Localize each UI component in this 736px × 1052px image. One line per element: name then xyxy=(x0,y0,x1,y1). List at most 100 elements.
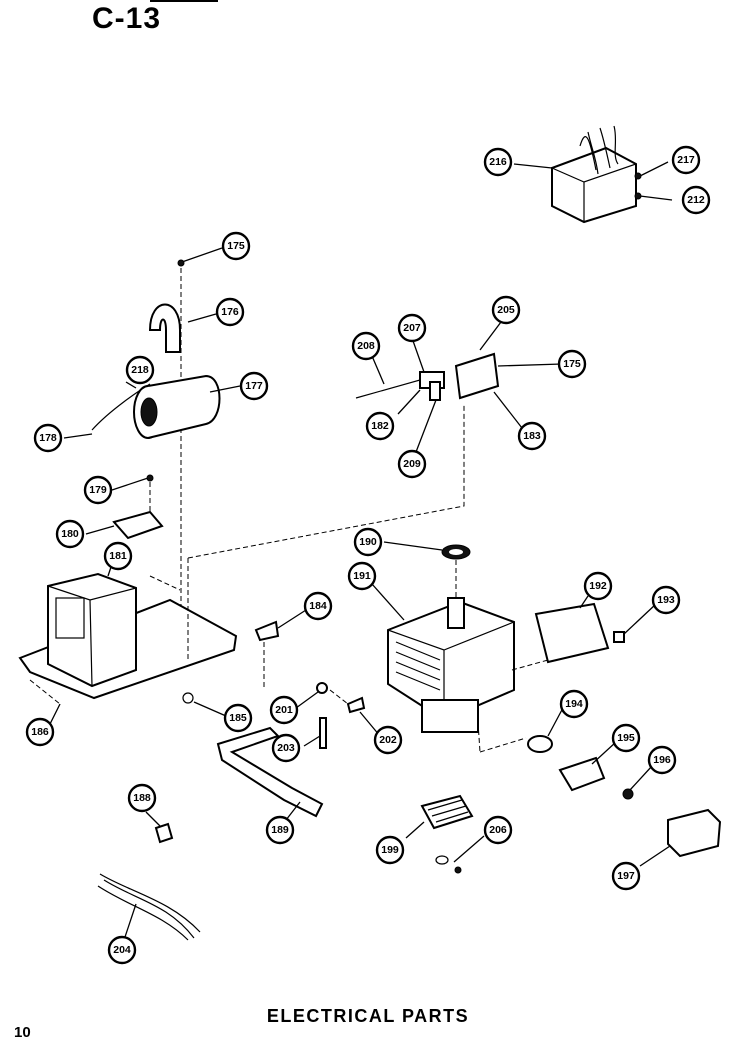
callout-bubble xyxy=(611,723,641,753)
callout-bubble xyxy=(483,147,513,177)
callout-c190: 190 xyxy=(353,527,383,557)
callout-number: 191 xyxy=(353,570,371,582)
callout-bubble xyxy=(239,371,269,401)
callout-bubble xyxy=(583,571,613,601)
part-199-206-drawing xyxy=(405,794,485,874)
callout-c202: 202 xyxy=(373,725,403,755)
callout-bubble xyxy=(269,695,299,725)
callout-number: 195 xyxy=(617,732,635,744)
callout-c182: 182 xyxy=(365,411,395,441)
callout-bubble xyxy=(353,527,383,557)
top-rule xyxy=(150,0,218,2)
callout-number: 193 xyxy=(657,594,675,606)
diagram-caption: ELECTRICAL PARTS xyxy=(266,1006,470,1026)
callout-c193: 193 xyxy=(651,585,681,615)
callout-layer: 216 217 212 175 176 218 177 178 179 180 181 208 207 2… xyxy=(25,145,711,965)
callout-bubble xyxy=(127,783,157,813)
callout-number: 175 xyxy=(227,240,245,252)
callout-bubble xyxy=(347,561,377,591)
callout-c177: 177 xyxy=(239,371,269,401)
cover-192-drawing xyxy=(511,595,657,671)
callout-number: 192 xyxy=(589,580,607,592)
callout-c178: 178 xyxy=(33,423,63,453)
callout-number: 216 xyxy=(489,156,507,168)
callout-number: 182 xyxy=(371,420,389,432)
callout-c176: 176 xyxy=(215,297,245,327)
callout-bubble xyxy=(351,331,381,361)
callout-number: 217 xyxy=(677,154,695,166)
page-code: C-13 xyxy=(92,2,162,35)
callout-number: 186 xyxy=(31,726,49,738)
callout-number: 212 xyxy=(687,194,705,206)
clip-184-drawing xyxy=(254,609,307,690)
callout-number: 181 xyxy=(109,550,127,562)
callout-number: 208 xyxy=(357,340,375,352)
base-plate-transformer-drawing xyxy=(18,563,238,729)
callout-number: 184 xyxy=(309,600,327,612)
callout-c192: 192 xyxy=(583,571,613,601)
callout-c188: 188 xyxy=(127,783,157,813)
callout-c184: 184 xyxy=(303,591,333,621)
callout-number: 194 xyxy=(565,698,583,710)
callout-number: 176 xyxy=(221,306,239,318)
callout-number: 207 xyxy=(403,322,421,334)
callout-c175a: 175 xyxy=(221,231,251,261)
callout-bubble xyxy=(651,585,681,615)
callout-number: 202 xyxy=(379,734,397,746)
callout-number: 183 xyxy=(523,430,541,442)
callout-c197: 197 xyxy=(611,861,641,891)
callout-c179: 179 xyxy=(83,475,113,505)
callout-bubble xyxy=(397,313,427,343)
callout-c185: 185 xyxy=(223,703,253,733)
callout-c216: 216 xyxy=(483,147,513,177)
callout-bubble xyxy=(125,355,155,385)
callout-c196: 196 xyxy=(647,745,677,775)
callout-bubble xyxy=(517,421,547,451)
wire-harness-189-drawing xyxy=(216,726,324,821)
callout-bubble xyxy=(107,935,137,965)
fuse-parts-drawing xyxy=(295,682,381,749)
callout-number: 185 xyxy=(229,712,247,724)
callout-c186: 186 xyxy=(25,717,55,747)
callout-bubble xyxy=(681,185,711,215)
callout-number: 204 xyxy=(113,944,131,956)
part-197-drawing xyxy=(639,808,722,867)
callout-bubble xyxy=(483,815,513,845)
callout-c180: 180 xyxy=(55,519,85,549)
callout-number: 203 xyxy=(277,742,295,754)
callout-number: 178 xyxy=(39,432,57,444)
callout-number: 177 xyxy=(245,380,263,392)
callout-c183: 183 xyxy=(517,421,547,451)
callout-number: 189 xyxy=(271,824,289,836)
callout-number: 218 xyxy=(131,364,149,376)
callout-bubble xyxy=(671,145,701,175)
callout-c218: 218 xyxy=(125,355,155,385)
callout-bubble xyxy=(271,733,301,763)
callout-c175b: 175 xyxy=(557,349,587,379)
callout-bubble xyxy=(373,725,403,755)
callout-bubble xyxy=(55,519,85,549)
callout-number: 196 xyxy=(653,754,671,766)
callout-number: 209 xyxy=(403,458,421,470)
callout-c208: 208 xyxy=(351,331,381,361)
callout-c191: 191 xyxy=(347,561,377,591)
callout-bubble xyxy=(221,231,251,261)
callout-bubble xyxy=(365,411,395,441)
callout-bubble xyxy=(215,297,245,327)
callout-c189: 189 xyxy=(265,815,295,845)
callout-number: 175 xyxy=(563,358,581,370)
callout-number: 201 xyxy=(275,704,293,716)
callout-c199: 199 xyxy=(375,835,405,865)
callout-c204: 204 xyxy=(107,935,137,965)
callout-c203: 203 xyxy=(271,733,301,763)
callout-bubble xyxy=(223,703,253,733)
callout-bubble xyxy=(83,475,113,505)
callout-number: 199 xyxy=(381,844,399,856)
callout-number: 197 xyxy=(617,870,635,882)
thermal-assembly-drawing xyxy=(355,317,563,453)
wire-bundle-204-drawing xyxy=(97,873,201,941)
callout-bubble xyxy=(397,449,427,479)
callout-c194: 194 xyxy=(559,689,589,719)
callout-bubble xyxy=(103,541,133,571)
